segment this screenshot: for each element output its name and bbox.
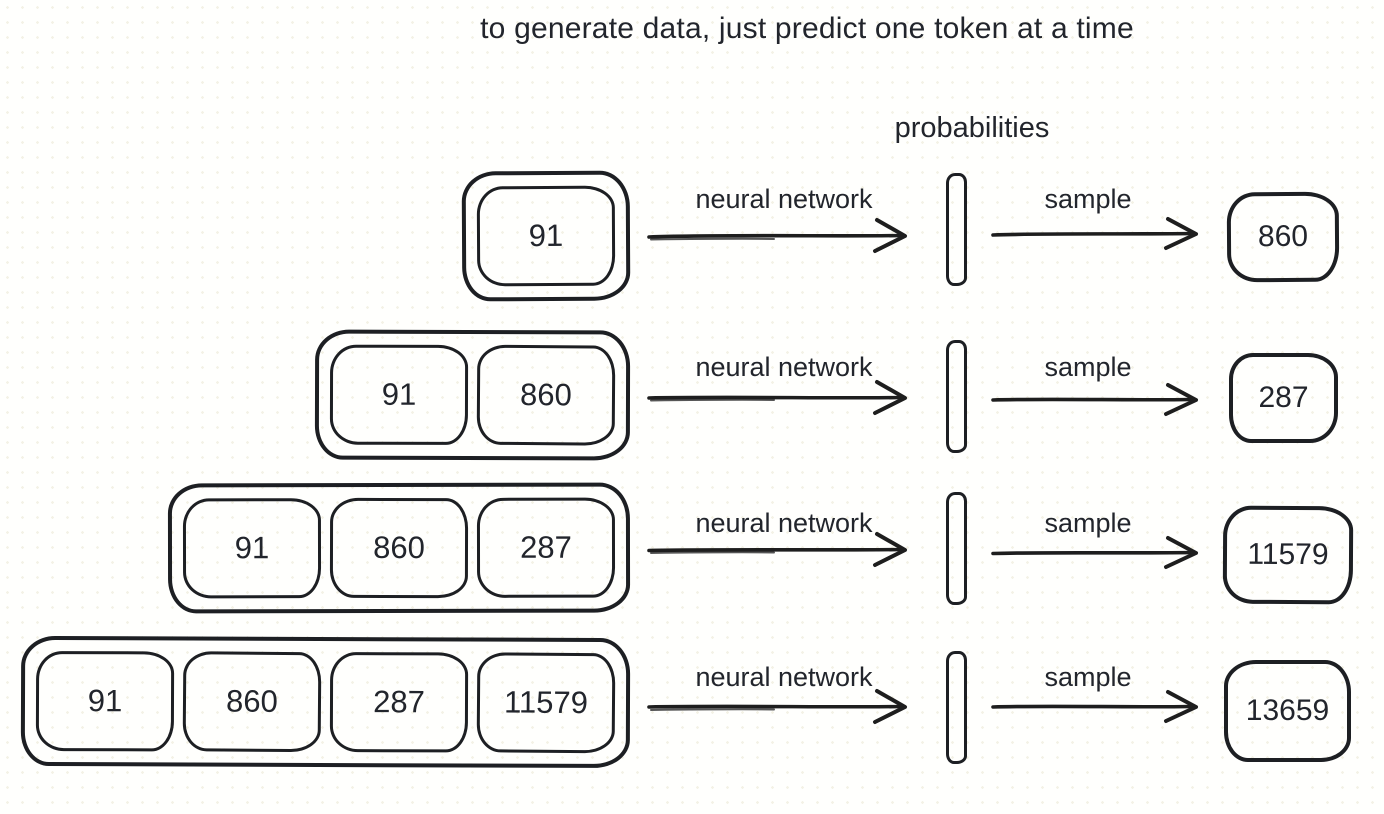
neural-network-label: neural network xyxy=(695,662,873,692)
output-token-box: 11579 xyxy=(1222,505,1354,605)
token-box: 91 xyxy=(35,650,175,752)
neural-network-arrow-icon xyxy=(647,532,907,567)
token-box: 860 xyxy=(182,651,322,753)
sample-label: sample xyxy=(1044,662,1132,692)
probabilities-bar xyxy=(946,492,967,605)
neural-network-arrow-icon xyxy=(647,218,907,253)
probabilities-bar xyxy=(946,651,967,764)
neural-network-arrow-icon xyxy=(647,380,907,415)
output-token-box: 860 xyxy=(1226,191,1340,283)
sample-label: sample xyxy=(1044,508,1132,538)
probabilities-bar xyxy=(946,340,967,453)
sample-arrow-icon xyxy=(991,217,1198,250)
probabilities-label: probabilities xyxy=(894,112,1050,144)
token-box: 91 xyxy=(476,185,616,287)
token-box: 860 xyxy=(476,344,616,446)
sample-arrow-icon xyxy=(991,383,1198,416)
token-box: 860 xyxy=(329,497,469,599)
token-box: 287 xyxy=(476,497,616,598)
neural-network-label: neural network xyxy=(695,508,873,538)
token-box: 287 xyxy=(329,652,469,753)
sample-arrow-icon xyxy=(991,690,1198,723)
probabilities-bar xyxy=(946,173,967,286)
output-token-box: 287 xyxy=(1229,353,1338,443)
diagram-title: to generate data, just predict one token… xyxy=(480,12,1134,45)
sample-arrow-icon xyxy=(991,536,1198,569)
input-sequence-row4: 91 860 287 11579 xyxy=(20,635,631,769)
neural-network-label: neural network xyxy=(695,184,873,214)
input-sequence-row3: 91 860 287 xyxy=(167,482,631,614)
token-box: 11579 xyxy=(476,652,616,754)
token-box: 91 xyxy=(182,498,322,599)
input-sequence-row2: 91 860 xyxy=(314,329,631,461)
token-box: 91 xyxy=(329,344,469,445)
sample-label: sample xyxy=(1044,352,1132,382)
neural-network-label: neural network xyxy=(695,352,873,382)
output-token-box: 13659 xyxy=(1224,660,1351,762)
neural-network-arrow-icon xyxy=(647,689,907,724)
input-sequence-row1: 91 xyxy=(461,170,631,302)
sample-label: sample xyxy=(1044,184,1132,214)
